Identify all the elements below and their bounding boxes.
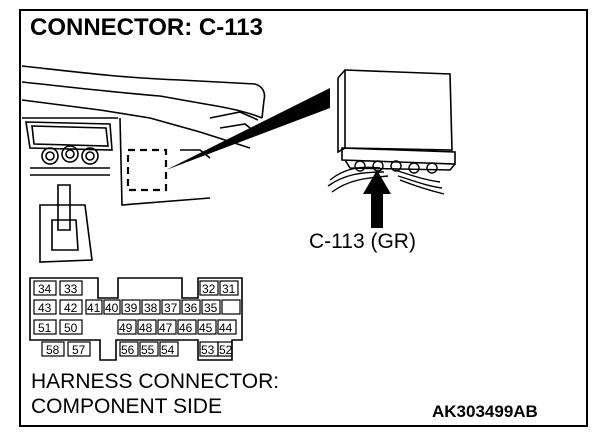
pin-56: 56 xyxy=(121,343,135,357)
pin-48: 48 xyxy=(139,321,153,335)
pin-42: 42 xyxy=(64,301,78,315)
wire-harness xyxy=(327,160,445,195)
harness-caption-line2: COMPONENT SIDE xyxy=(31,395,222,418)
pin-cells xyxy=(33,280,241,357)
pin-41: 41 xyxy=(87,301,101,315)
pin-54: 54 xyxy=(161,343,175,357)
pin-49: 49 xyxy=(119,321,133,335)
pin-57: 57 xyxy=(72,343,86,357)
connector-callout-label: C-113 (GR) xyxy=(309,230,416,253)
connector-arrow xyxy=(363,170,391,228)
ecu-module xyxy=(337,69,456,171)
pin-34: 34 xyxy=(38,282,52,296)
diagram-frame xyxy=(19,9,588,427)
connector-title: CONNECTOR: C-113 xyxy=(30,14,263,41)
pin-58: 58 xyxy=(46,343,60,357)
leader-wedge xyxy=(166,88,330,170)
pin-39: 39 xyxy=(124,301,138,315)
location-marker xyxy=(126,148,168,192)
pin-43: 43 xyxy=(38,301,52,315)
pin-45: 45 xyxy=(199,321,213,335)
pin-32: 32 xyxy=(202,282,216,296)
dashboard-drawing xyxy=(21,65,266,263)
pin-35: 35 xyxy=(204,301,218,315)
pin-diagram-outline xyxy=(29,277,243,361)
pin-36: 36 xyxy=(184,301,198,315)
pin-55: 55 xyxy=(141,343,155,357)
pin-38: 38 xyxy=(144,301,158,315)
pin-50: 50 xyxy=(64,321,78,335)
pin-53: 53 xyxy=(201,343,215,357)
pin-47: 47 xyxy=(159,321,173,335)
pin-31: 31 xyxy=(222,282,236,296)
pin-40: 40 xyxy=(105,301,119,315)
pin-46: 46 xyxy=(179,321,193,335)
pin-51: 51 xyxy=(38,321,52,335)
pin-33: 33 xyxy=(64,282,78,296)
pin-37: 37 xyxy=(164,301,178,315)
figure-code: AK303499AB xyxy=(432,402,538,421)
pin-52: 52 xyxy=(219,343,233,357)
harness-caption-line1: HARNESS CONNECTOR: xyxy=(31,370,280,393)
pin-44: 44 xyxy=(219,321,233,335)
